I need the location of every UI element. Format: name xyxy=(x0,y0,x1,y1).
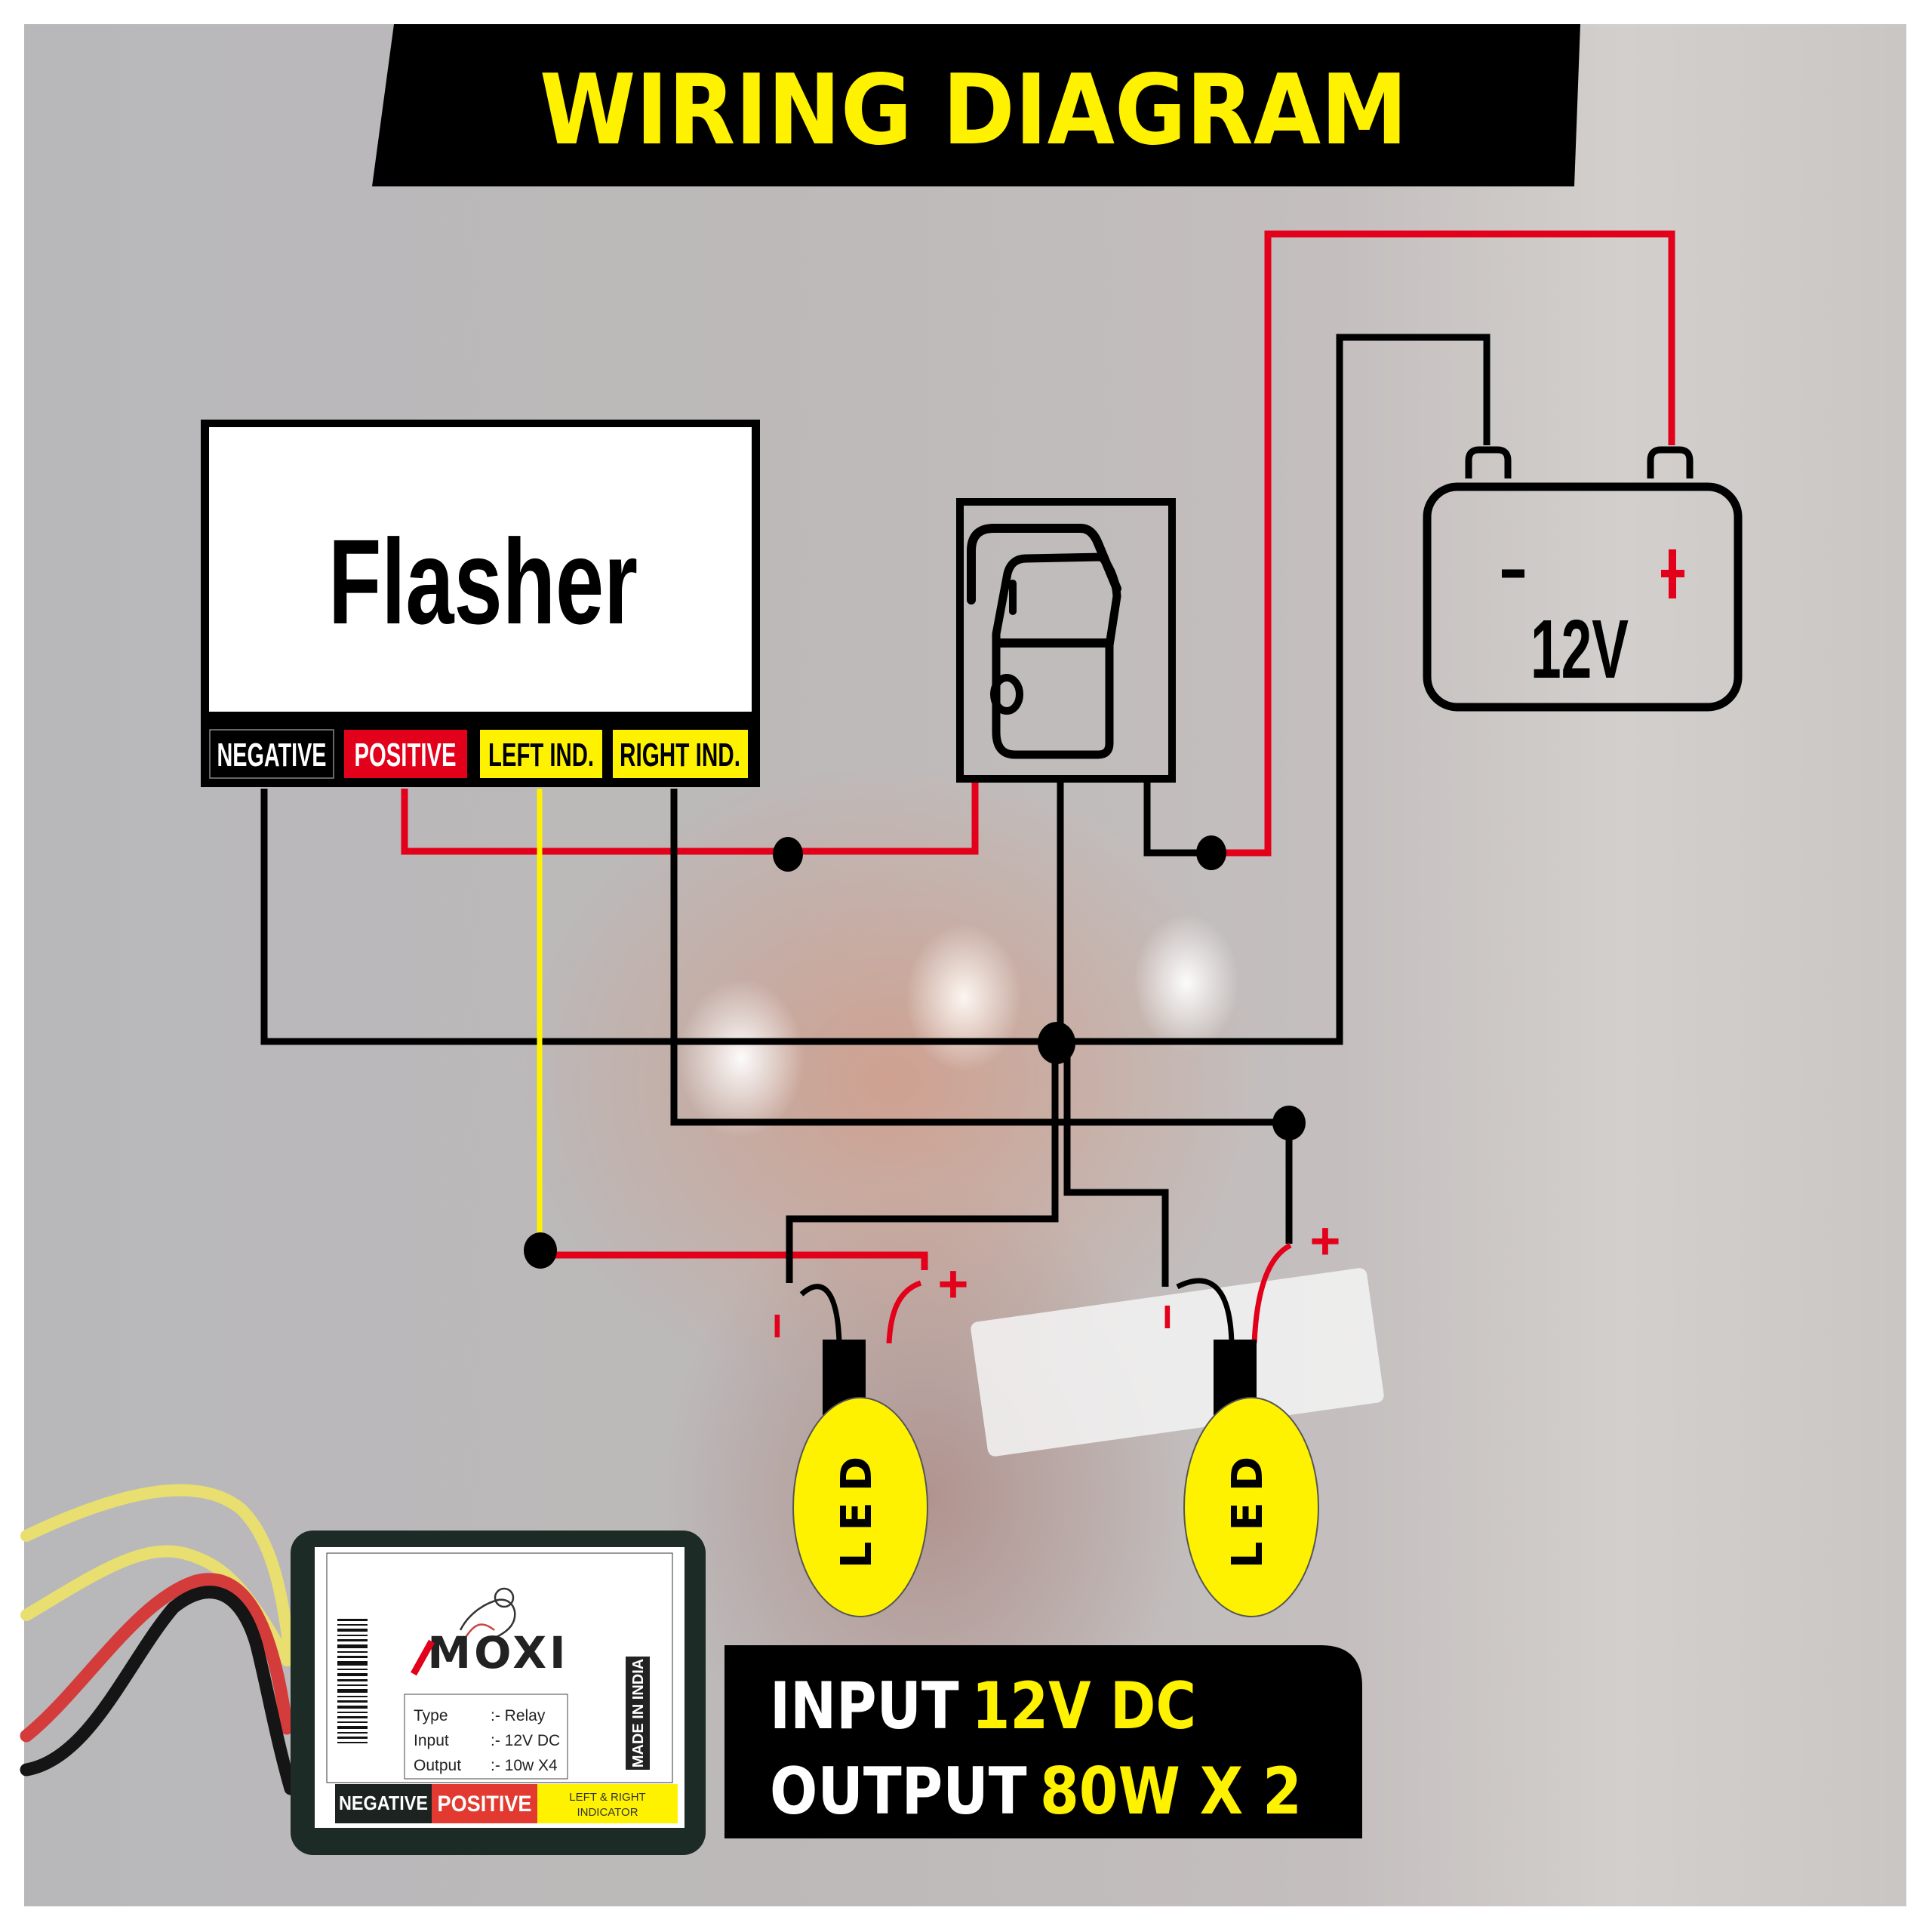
terminal-positive-bg xyxy=(344,730,467,778)
terminal-negative-label: NEGATIVE xyxy=(217,737,327,774)
terminal-negative-bg xyxy=(209,729,334,779)
battery: 12V xyxy=(1423,446,1743,712)
product-wire-yellow-1 xyxy=(20,1484,297,1666)
title-banner-bg xyxy=(372,24,1580,186)
switch-rocker-top-icon xyxy=(967,524,1121,605)
right-led-neg-lead xyxy=(1176,1278,1235,1344)
specs-line-2: OUTPUT80W X 2 xyxy=(770,1754,1302,1829)
led-right-lens xyxy=(1183,1397,1319,1617)
spec-output-value: :- 10w X4 xyxy=(491,1757,558,1774)
wire-flasher-negative xyxy=(260,789,1057,1045)
page-title: WIRING DIAGRAM xyxy=(540,54,1407,167)
battery-voltage-label: 12V xyxy=(1531,603,1629,696)
junctions xyxy=(524,835,1306,1269)
product-label-sheet xyxy=(315,1547,685,1828)
led-left-label: LED xyxy=(832,1446,881,1568)
switch-off-mark-icon xyxy=(990,674,1023,715)
junction-dot-right-indicator xyxy=(1272,1106,1306,1140)
terminal-right-ind-label: RIGHT IND. xyxy=(620,737,740,774)
product-wire-red xyxy=(20,1573,294,1743)
terminal-left-ind-label: LEFT IND. xyxy=(488,737,594,774)
product-positive-bg xyxy=(432,1784,537,1823)
rocker-switch xyxy=(956,498,1176,783)
flasher-label: Flasher xyxy=(328,514,638,649)
led-left-positive-sign: + xyxy=(938,1254,969,1313)
flasher-face xyxy=(209,427,752,712)
terminal-left-ind-bg xyxy=(480,730,602,778)
product-indicator-line1: LEFT & RIGHT xyxy=(569,1791,645,1804)
led-right: − + LED xyxy=(1143,1211,1340,1617)
specs-line-1: INPUT12V DC xyxy=(770,1669,1196,1744)
wire-left-led-positive xyxy=(543,1251,928,1270)
battery-body xyxy=(1423,482,1743,712)
spec-input-key: Input xyxy=(414,1732,449,1749)
product-negative-label: NEGATIVE xyxy=(339,1792,428,1814)
input-label: INPUT xyxy=(770,1669,959,1744)
terminal-positive-label: POSITIVE xyxy=(355,737,457,774)
wires xyxy=(260,230,1675,1344)
output-value: 80W X 2 xyxy=(1040,1754,1302,1829)
battery-pos-terminal-icon xyxy=(1647,446,1694,478)
led-right-positive-sign: + xyxy=(1310,1211,1341,1270)
terminal-right-ind-bg xyxy=(613,730,748,778)
title-banner: WIRING DIAGRAM xyxy=(372,24,1580,186)
led-right-negative-sign: − xyxy=(1143,1303,1193,1330)
junction-dot-ground xyxy=(1038,1022,1075,1064)
led-left-negative-sign: − xyxy=(752,1312,803,1339)
led-left: − + LED xyxy=(752,1254,968,1617)
led-right-label: LED xyxy=(1223,1446,1272,1568)
product-positive-label: POSITIVE xyxy=(438,1792,532,1817)
led-left-lens xyxy=(792,1397,928,1617)
wire-flasher-positive xyxy=(401,777,979,855)
specs-banner-bg xyxy=(724,1645,1362,1838)
specs-banner: INPUT12V DC OUTPUT80W X 2 xyxy=(724,1645,1362,1838)
spec-input-value: :- 12V DC xyxy=(491,1732,560,1749)
wire-switch-output xyxy=(1143,777,1211,857)
brand-logo-accent xyxy=(411,1639,435,1676)
product-indicator-bg xyxy=(537,1784,678,1823)
spec-type-value: :- Relay xyxy=(491,1707,546,1724)
junction-dot-switch-output xyxy=(1196,835,1226,870)
wire-battery-positive xyxy=(1211,230,1675,857)
junction-dot-positive xyxy=(773,837,803,872)
spec-type-key: Type xyxy=(414,1707,448,1724)
output-label: OUTPUT xyxy=(770,1754,1027,1829)
wire-right-indicator xyxy=(670,789,1293,1244)
flasher-module: Flasher NEGATIVE POSITIVE LEFT IND. RIGH… xyxy=(201,420,760,787)
wire-right-led-negative xyxy=(1063,1045,1169,1287)
product-negative-bg xyxy=(335,1784,432,1823)
junction-dot-left-indicator xyxy=(524,1232,557,1269)
battery-neg-terminal-icon xyxy=(1465,446,1512,478)
product-module: MOXI Type :- Relay Input :- 12V DC Outpu… xyxy=(291,1531,706,1855)
product-wire-black xyxy=(20,1586,297,1795)
product-indicator-line2: INDICATOR xyxy=(577,1806,638,1819)
wire-left-led-negative xyxy=(786,1045,1059,1283)
wire-battery-negative xyxy=(1057,334,1491,1045)
rider-logo-icon xyxy=(459,1587,516,1643)
product-label-border xyxy=(326,1552,673,1783)
left-led-neg-lead xyxy=(799,1284,842,1344)
made-in-india-label: MADE IN INDIA xyxy=(630,1659,647,1767)
left-led-pos-lead xyxy=(886,1280,922,1344)
spec-output-key: Output xyxy=(414,1757,461,1774)
product-wires xyxy=(20,1484,297,1795)
input-value: 12V DC xyxy=(972,1669,1196,1744)
product-spec-box xyxy=(404,1694,568,1780)
right-led-pos-lead xyxy=(1251,1242,1292,1344)
barcode-icon xyxy=(337,1619,368,1743)
switch-frame xyxy=(956,498,1176,783)
made-in-india-bg xyxy=(626,1657,650,1770)
brand-logo: MOXI xyxy=(427,1627,568,1678)
